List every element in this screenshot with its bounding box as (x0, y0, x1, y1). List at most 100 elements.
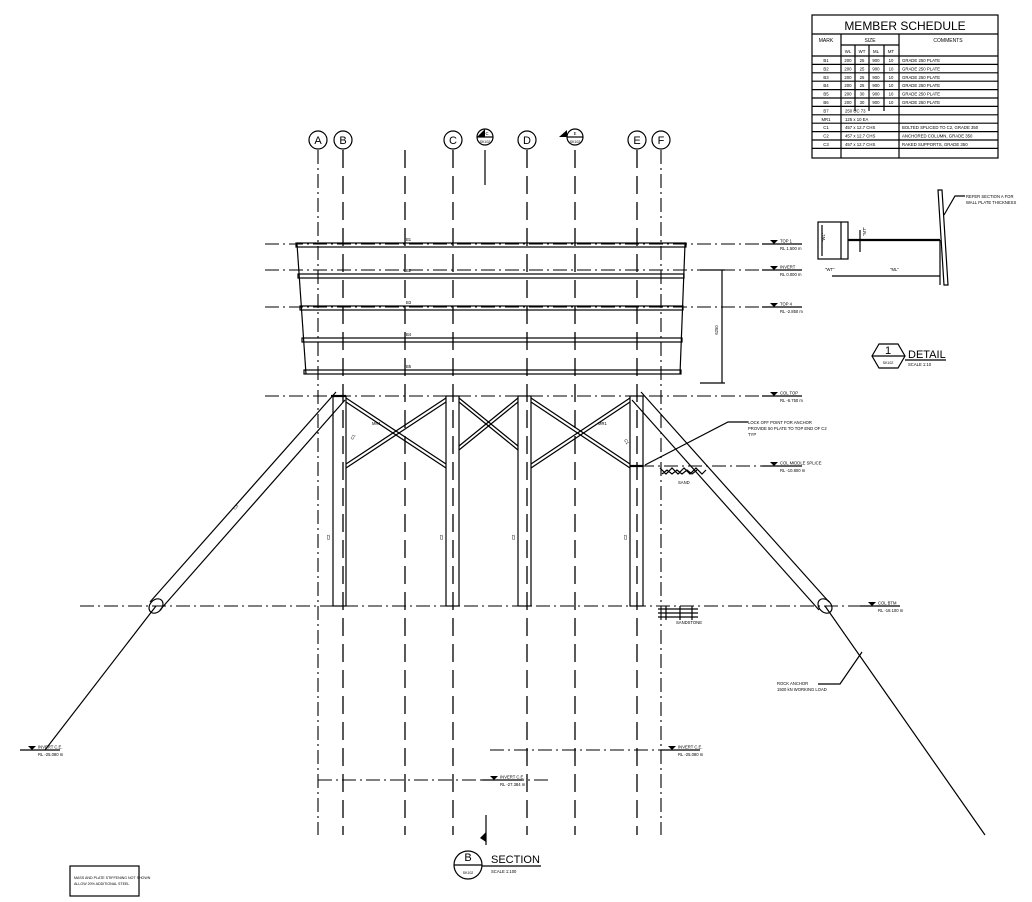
schedule-cell: B6 (823, 100, 829, 105)
detail-1-drawing: "WL" "WT" "ML" "MT" REFER SECTION A FOR … (817, 189, 1016, 286)
marker-letter: C (485, 131, 488, 136)
schedule-cell: C2 (823, 134, 829, 139)
level-tag-ce-right: INVERT C.E. RL -25.080 m (660, 745, 704, 757)
level-rl: RL -25.080 m (678, 752, 704, 757)
schedule-cell: B3 (823, 75, 829, 80)
note-text: MASS AND PLATE STIFFENING NOT SHOWN (74, 876, 151, 880)
member-label: B4 (406, 332, 412, 337)
member-schedule-table: MEMBER SCHEDULE MARK SIZE COMMENTS WL WT… (811, 14, 999, 159)
schedule-subheader: WL (845, 49, 852, 54)
schedule-cell: GRADE 250 PLATE (902, 83, 940, 88)
note-text: PROVIDE 50 PLATE TO TOP END OF C2 (748, 426, 827, 431)
schedule-cell: 10 (889, 75, 894, 80)
detail-sheet: SK102 (883, 361, 894, 365)
level-tag-ce-left: INVERT C.E.RL -25.080 m (20, 745, 64, 757)
level-name: TOP 4 (780, 302, 793, 307)
level-name: COL TOP (780, 391, 798, 396)
grid-bubble-e: E (627, 130, 647, 150)
grid-bubble-b: B (333, 130, 353, 150)
detail-dim-ml: "ML" (890, 267, 899, 272)
schedule-cell: BOLTED SPLICED TO C2, GRADE 350 (902, 125, 979, 130)
schedule-cell: 200 (844, 66, 852, 71)
schedule-cell: 200 (844, 58, 852, 63)
grid-bubbles: A B C D E F (308, 130, 671, 150)
level-tag-ce-mid: INVERT C.E.RL -27.384 m (482, 775, 526, 787)
detail-title: 1 SK102 DETAIL SCALE 1:10 (871, 343, 946, 369)
marker-sheet: SK102 (480, 140, 491, 144)
schedule-cell: GRADE 250 PLATE (902, 58, 940, 63)
schedule-cell: 200 (844, 75, 852, 80)
level-lines (80, 243, 900, 781)
grid-label: E (633, 135, 640, 147)
marker-sheet: SK102 (570, 140, 581, 144)
schedule-cell: 200 (844, 92, 852, 97)
schedule-cell: 10 (889, 58, 894, 63)
level-name: COL MIDDLE SPLICE (780, 461, 822, 466)
schedule-cell: B2 (823, 66, 829, 71)
grid-label: A (314, 135, 322, 147)
grid-label: C (449, 135, 457, 147)
level-rl: RL -6.750 m (780, 398, 803, 403)
schedule-cell: 125 x 10 EA (845, 117, 869, 122)
level-triangle-icon (490, 776, 498, 780)
schedule-cell: B5 (823, 92, 829, 97)
section-letter: B (464, 852, 471, 864)
detail-dim-wt: "WT" (825, 267, 835, 272)
level-name: INVERT (780, 265, 796, 270)
raked-support-right (631, 391, 986, 836)
section-scale: SCALE 1:100 (491, 869, 517, 874)
grid-label: B (339, 135, 346, 147)
tank-elevation: B1 B2 B3 B4 B5 6250 (295, 237, 725, 384)
member-label: C1 (623, 438, 630, 446)
level-name: INVERT C.E. (678, 745, 703, 750)
level-rl: RL 1.500 m (780, 246, 802, 251)
schedule-cell: GRADE 250 PLATE (902, 100, 940, 105)
schedule-subheader: ML (873, 49, 880, 54)
note-text: 1500 kN WORKING LOAD (777, 687, 827, 692)
schedule-cell: C3 (823, 142, 829, 147)
level-name: INVERT C.E. (500, 775, 525, 780)
section-title-text: SECTION (491, 854, 540, 866)
schedule-cell: 457 x 12.7 CHS (845, 125, 875, 130)
schedule-cell: 10 (889, 66, 894, 71)
grid-lines (317, 150, 662, 835)
sandstone-label: SANDSTONE (676, 620, 702, 625)
note-text: ROCK ANCHOR (777, 681, 808, 686)
schedule-cell: GRADE 250 PLATE (902, 75, 940, 80)
level-rl: RL -18.100 m (878, 608, 904, 613)
detail-number: 1 (885, 345, 891, 357)
schedule-cell: 25 (860, 83, 865, 88)
schedule-cell: 25 (860, 58, 865, 63)
level-triangle-icon (770, 266, 778, 270)
schedule-cell: 250 UC 73 (845, 108, 866, 113)
level-triangle-icon (770, 392, 778, 396)
note-text: WALL PLATE THICKNESS (966, 200, 1016, 205)
level-triangle-icon (28, 746, 36, 750)
schedule-cell: MR1 (821, 117, 831, 122)
schedule-cell: 10 (889, 100, 894, 105)
schedule-row: MR1 125 x 10 EA (821, 117, 868, 122)
grid-label: D (523, 135, 531, 147)
schedule-cell: 900 (872, 92, 880, 97)
schedule-cell: 10 (889, 92, 894, 97)
section-sheet: SK102 (463, 871, 474, 875)
raked-support-left: C3 (44, 391, 346, 751)
section-marker-e: E SK102 (559, 128, 584, 146)
level-triangle-icon (868, 602, 876, 606)
member-label: MR1 (598, 421, 608, 426)
level-rl: RL 0.000 m (780, 272, 802, 277)
general-note-box: MASS AND PLATE STIFFENING NOT SHOWN ALLO… (69, 865, 151, 897)
level-triangle-icon (770, 240, 778, 244)
